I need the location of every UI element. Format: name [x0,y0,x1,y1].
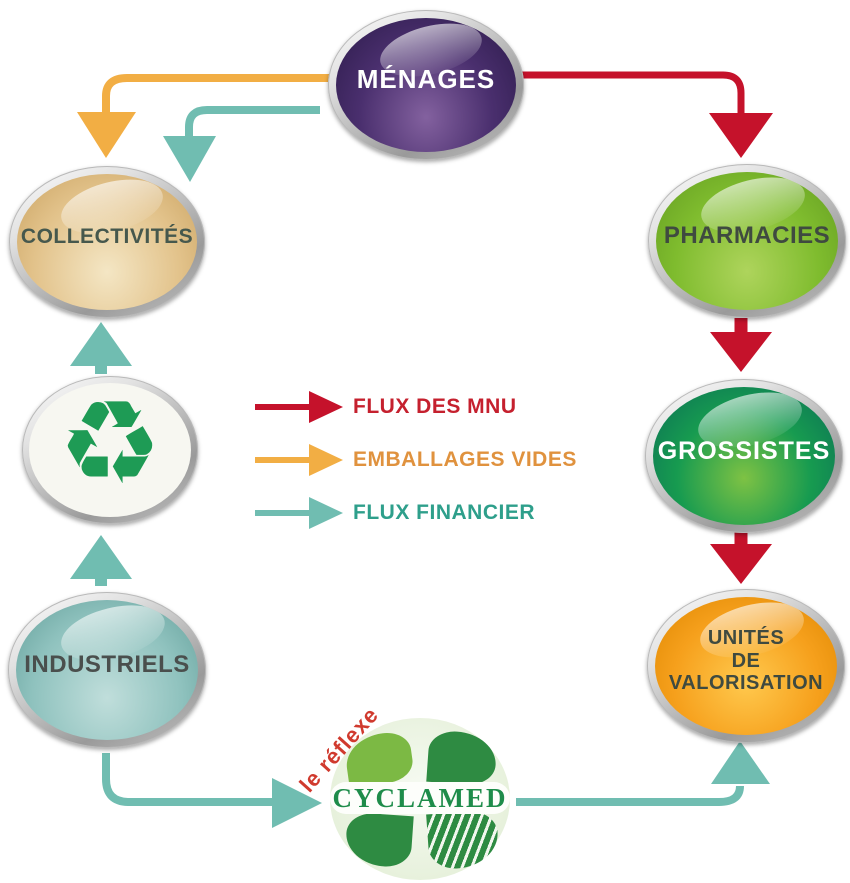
unites-label: UNITÉS DE VALORISATION [669,627,823,704]
legend-item-emballages-vides: EMBALLAGES VIDES [253,442,577,478]
unites-sphere: UNITÉS DE VALORISATION [655,597,837,735]
pharmacies-sphere: PHARMACIES [656,172,838,310]
node-unites-de-valorisation: UNITÉS DE VALORISATION [647,589,845,743]
menages-sphere: MÉNAGES [336,18,516,152]
recyclage-sphere: ♻ [29,383,191,517]
pharmacies-label: PHARMACIES [663,222,831,250]
arrow-cyclamed-to-unites-icon [516,741,770,806]
emballages-vides-arrow-icon [255,444,343,476]
collectivites-label: COLLECTIVITÉS [20,224,194,248]
grossistes-sphere: GROSSISTES [653,387,835,525]
cyclamed-name-band: CYCLAMED [330,782,510,814]
unites-label-line3: VALORISATION [668,672,824,695]
arrow-menages-to-pharmacies-icon [521,71,773,158]
arrow-pharmacies-to-grossistes-icon [710,318,772,372]
cyclamed-name: CYCLAMED [332,782,508,813]
unites-label-line1: UNITÉS [707,627,785,650]
node-grossistes: GROSSISTES [645,379,843,533]
leaf-bottom-left-icon [344,811,414,869]
legend: FLUX DES MNU EMBALLAGES VIDES FLUX FINAN… [253,389,577,548]
arrow-menages-to-collectivites-emballages-icon [77,74,330,158]
unites-label-line2: DE [731,649,761,672]
flux-financier-arrow-icon [255,497,343,529]
node-recyclage: ♻ [22,376,198,524]
industriels-sphere: INDUSTRIELS [16,600,198,740]
arrow-industriels-to-cyclamed-icon [102,753,322,828]
menages-label: MÉNAGES [356,64,496,95]
recycle-icon: ♻ [58,383,162,511]
leaf-top-right-icon [426,729,498,787]
arrow-recyclage-to-collectivites-icon [70,322,132,374]
leaf-bottom-right-icon [426,809,500,871]
industriels-label: INDUSTRIELS [24,651,190,679]
node-collectivites: COLLECTIVITÉS [9,166,205,318]
arrow-menages-to-collectivites-financier-icon [163,106,320,182]
legend-label-flux-financier: FLUX FINANCIER [353,501,535,524]
legend-label-emballages-vides: EMBALLAGES VIDES [353,448,577,471]
cyclamed-logo: CYCLAMED le réflexe [294,702,510,880]
legend-label-flux-mnu: FLUX DES MNU [353,395,517,418]
flux-mnu-arrow-icon [255,391,343,423]
arrow-grossistes-to-unites-icon [710,530,772,584]
grossistes-label: GROSSISTES [657,436,831,465]
collectivites-sphere: COLLECTIVITÉS [17,174,197,310]
arrow-industriels-to-recyclage-icon [70,535,132,586]
node-menages: MÉNAGES [328,10,524,160]
node-pharmacies: PHARMACIES [648,164,846,318]
legend-item-flux-financier: FLUX FINANCIER [253,495,577,531]
legend-item-flux-mnu: FLUX DES MNU [253,389,577,425]
node-industriels: INDUSTRIELS [8,592,206,748]
